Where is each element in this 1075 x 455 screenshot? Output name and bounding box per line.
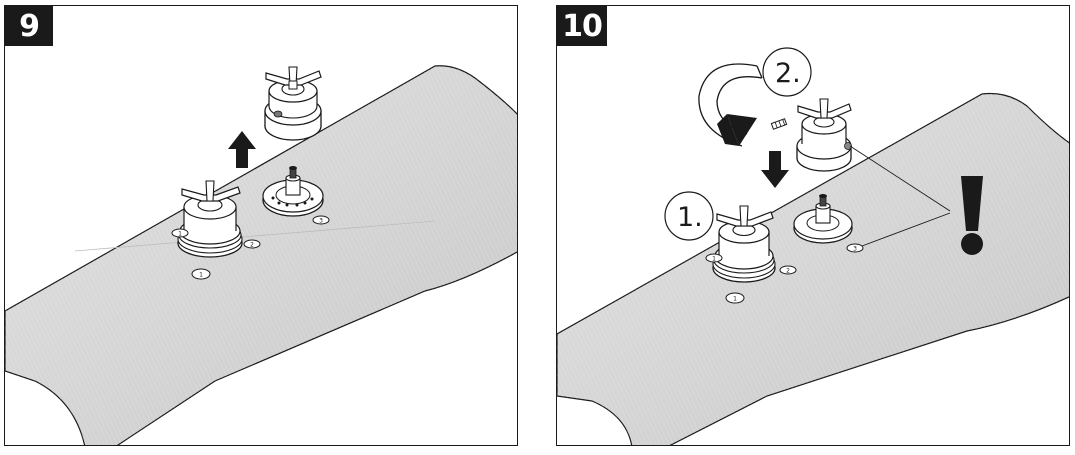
port-label-bottom: 1 [725,292,745,304]
callout-first: 1. [677,202,703,233]
exposed-cartridge [262,166,324,217]
port-label-bottom: 1 [191,268,211,280]
cross-handle-icon [181,180,241,202]
svg-text:2: 2 [786,268,790,275]
step-number-badge: 9 [5,6,53,46]
step-9-illustration: 1 2 1 3 [5,65,517,445]
port-label-left: 1 [171,228,189,238]
svg-text:3: 3 [853,246,857,253]
cross-handle-icon [716,205,774,227]
rotate-arrow-icon [698,63,763,147]
cross-handle-icon [265,66,322,90]
port-label-left: 1 [705,253,723,263]
port-label-center: 3 [846,243,864,253]
port-label-right: 2 [243,239,261,249]
svg-text:1: 1 [178,231,182,238]
svg-text:1: 1 [733,296,737,303]
port-label-right: 2 [779,265,797,275]
lifted-valve-assembly [264,66,322,141]
arrow-down-icon [761,151,789,188]
step-10-illustration: 1 2 1 3 [557,47,1069,445]
step-10-panel: 10 1. 2. [556,5,1070,446]
svg-text:3: 3 [319,218,323,225]
mounted-valve-assembly [177,180,243,258]
mounted-valve-assembly [712,205,776,283]
callout-second: 2. [775,58,801,89]
svg-text:1: 1 [199,272,203,279]
upper-valve-assembly [796,98,852,172]
exposed-cartridge [793,194,853,244]
exclamation-icon [961,176,983,255]
step-9-panel: 9 [4,5,518,446]
callout-circle-1 [664,191,714,241]
svg-text:2: 2 [250,242,254,249]
spring-part [770,118,788,130]
arrow-up-icon [228,131,256,168]
step-number-badge: 10 [557,6,607,46]
port-label-center: 3 [312,215,330,225]
callout-circle-2 [762,47,812,97]
cross-handle-icon [797,98,852,119]
svg-text:1: 1 [712,256,716,263]
